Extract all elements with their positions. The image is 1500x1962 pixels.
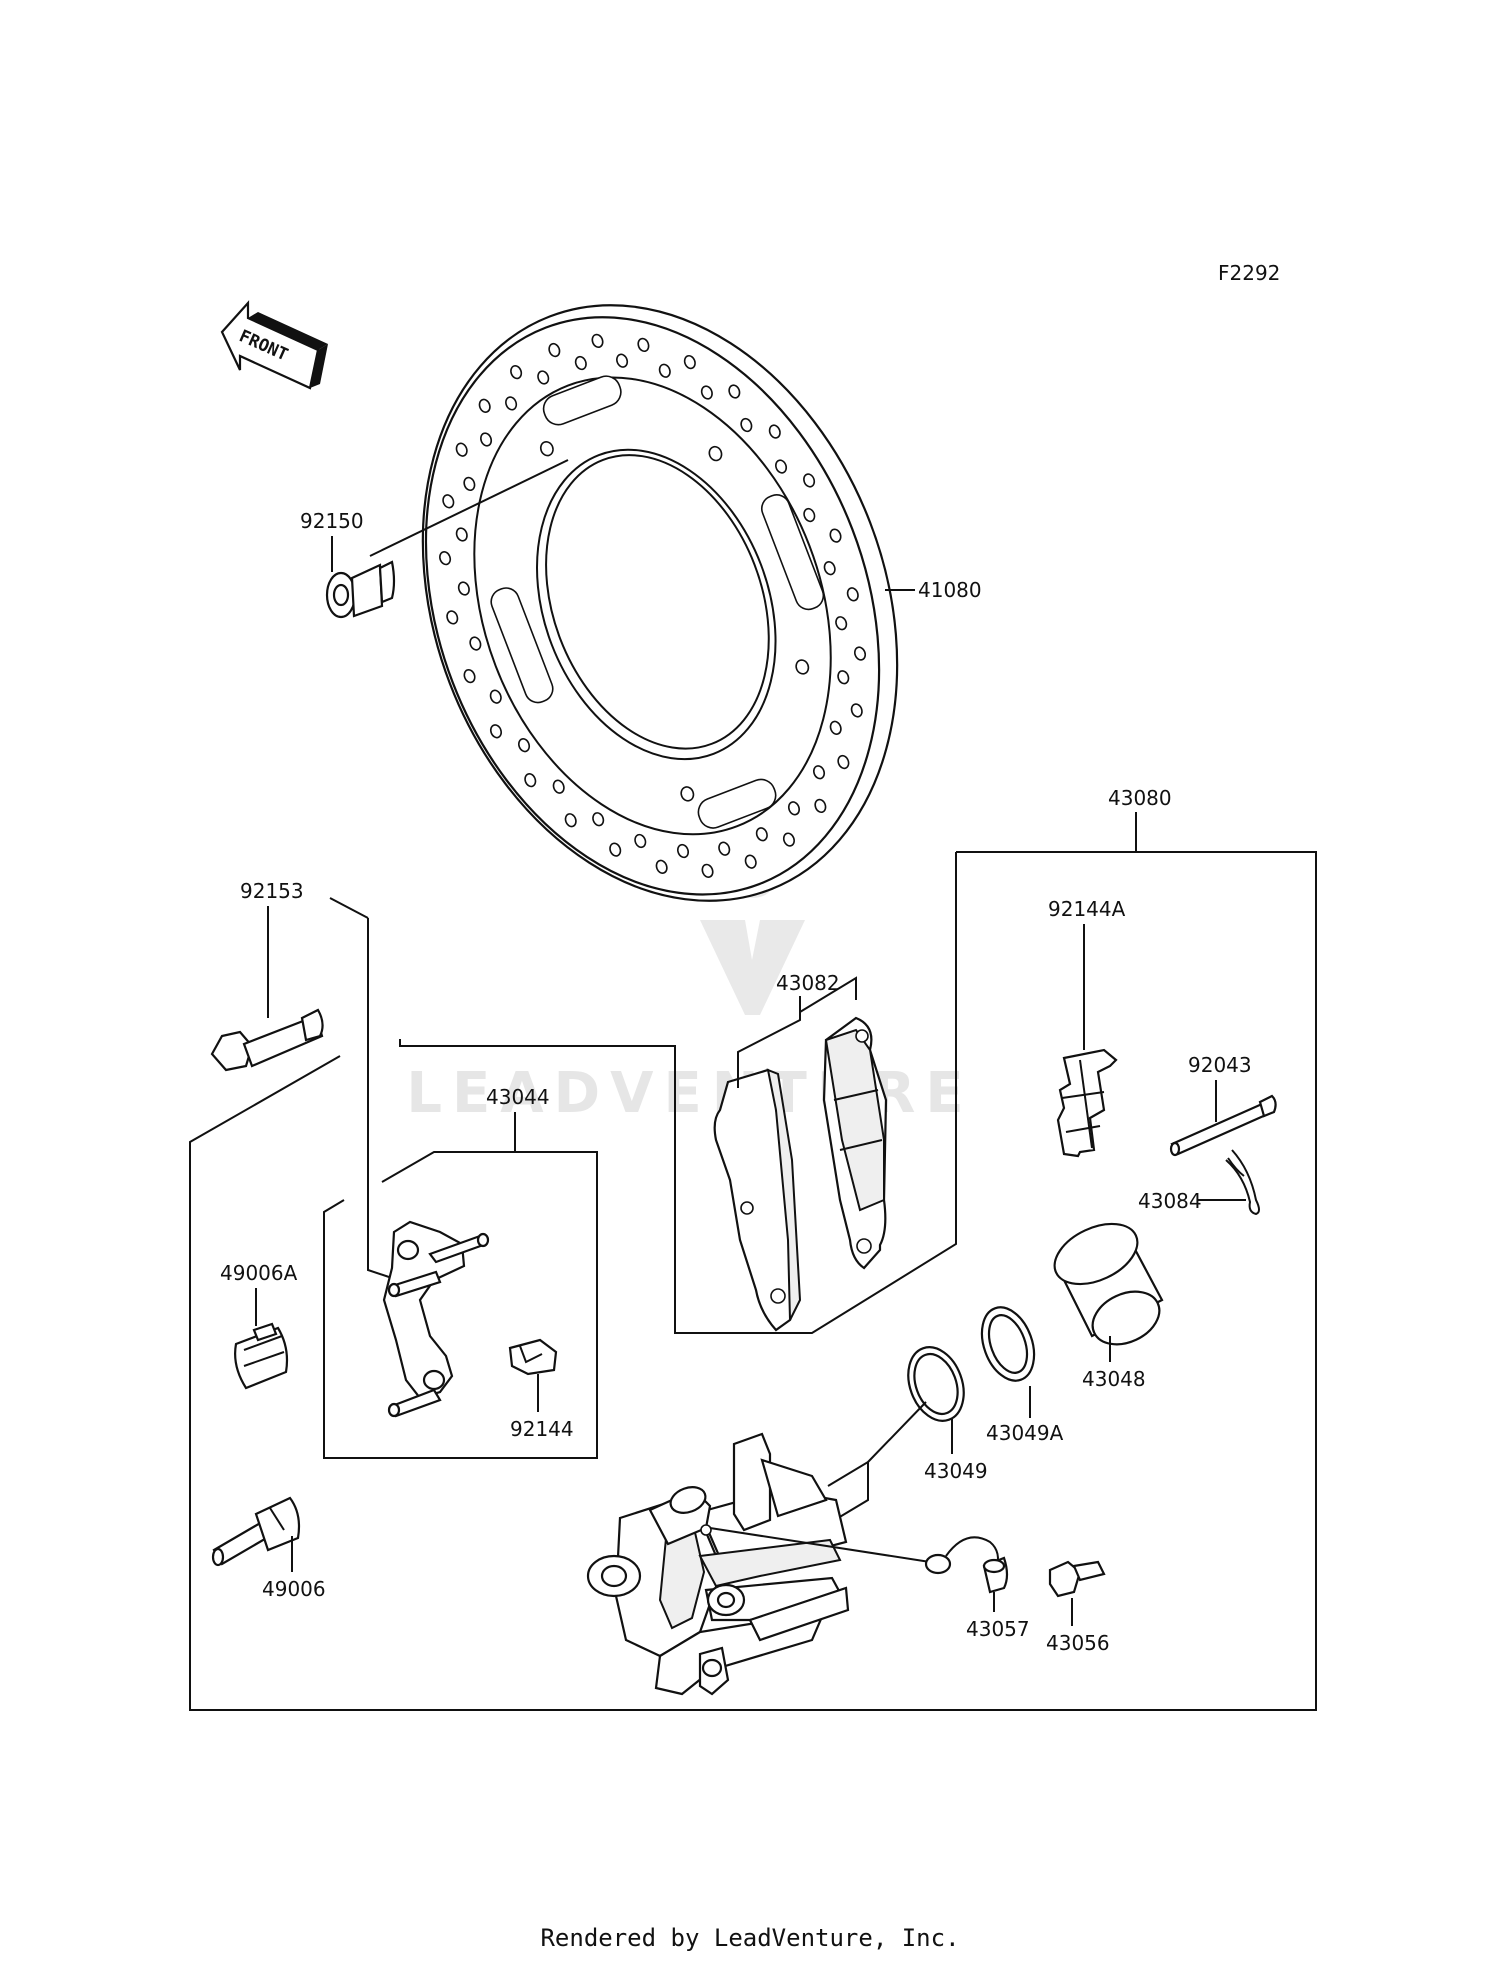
label-43057: 43057 xyxy=(966,1617,1030,1641)
label-49006A: 49006A xyxy=(220,1261,298,1285)
label-43084: 43084 xyxy=(1138,1189,1202,1213)
pin-92043 xyxy=(1169,1094,1277,1157)
clip-92144 xyxy=(508,1338,558,1376)
bleeder-cap-43057 xyxy=(924,1536,1009,1594)
seal-43049A xyxy=(980,1306,1036,1382)
label-43080: 43080 xyxy=(1108,786,1172,810)
clip-43084 xyxy=(1225,1149,1260,1216)
brake-caliper xyxy=(586,1432,850,1696)
label-92144: 92144 xyxy=(510,1417,574,1441)
label-43082: 43082 xyxy=(776,971,840,995)
footer-credit: Rendered by LeadVenture, Inc. xyxy=(540,1924,959,1952)
label-92043: 92043 xyxy=(1188,1053,1252,1077)
brake-pads-43082 xyxy=(713,1016,888,1332)
caliper-bracket xyxy=(382,1220,490,1418)
label-92150: 92150 xyxy=(300,509,364,533)
label-92144A: 92144A xyxy=(1048,897,1126,921)
slide-boot-49006 xyxy=(211,1496,301,1567)
shim-92144A xyxy=(1056,1048,1118,1158)
figure-code: F2292 xyxy=(1218,261,1280,285)
label-43056: 43056 xyxy=(1046,1631,1110,1655)
seal-43049 xyxy=(907,1346,965,1422)
label-43048: 43048 xyxy=(1082,1367,1146,1391)
brake-disc xyxy=(421,304,899,902)
label-92153: 92153 xyxy=(240,879,304,903)
bolt-92150 xyxy=(325,459,569,619)
label-43049: 43049 xyxy=(924,1459,988,1483)
slide-boot-49006A xyxy=(234,1322,289,1390)
front-arrow-icon: FRONT xyxy=(220,300,328,390)
label-41080: 41080 xyxy=(918,578,982,602)
bolt-92153 xyxy=(210,897,393,1279)
label-43049A: 43049A xyxy=(986,1421,1064,1445)
label-49006: 49006 xyxy=(262,1577,326,1601)
label-43044: 43044 xyxy=(486,1085,550,1109)
piston-43048 xyxy=(1053,1222,1164,1346)
bleeder-valve-43056 xyxy=(1048,1560,1106,1598)
